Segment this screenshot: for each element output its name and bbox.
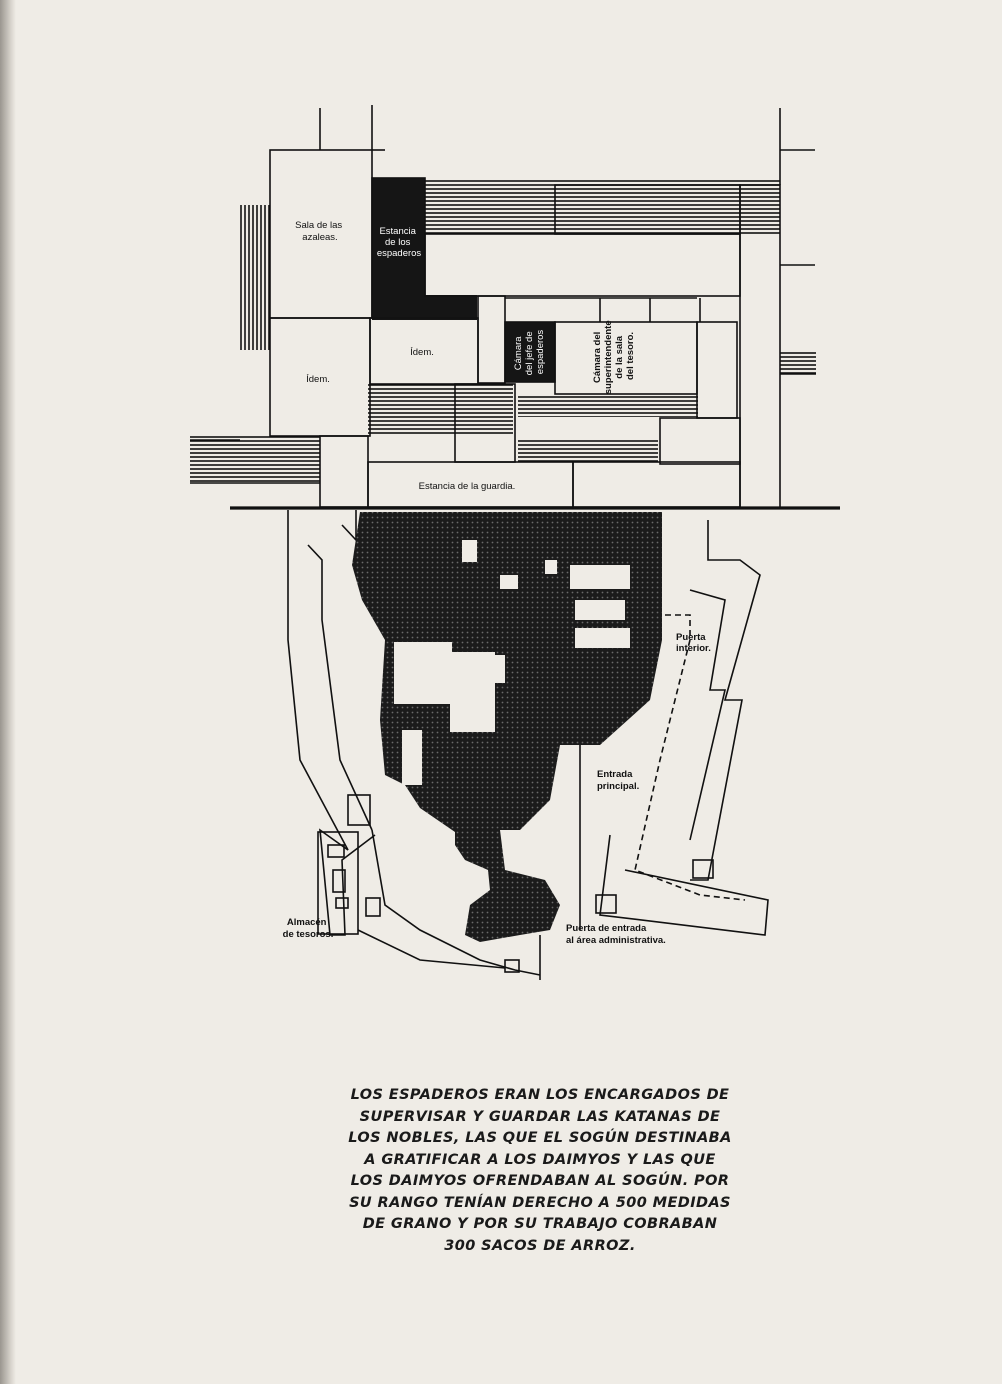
lower-plan (287, 510, 769, 980)
room-upper-hall (424, 233, 741, 297)
small-building-2 (365, 897, 381, 917)
caption-line: supervisar y guardar las katanas de (359, 1108, 721, 1125)
page-binding-shadow (0, 0, 16, 1384)
corridor-top-hatch (425, 180, 780, 234)
caption-line: Los espaderos eran los encargados de (350, 1087, 730, 1103)
caption-line: los daimyos ofrendaban al sogún. Por (350, 1173, 730, 1189)
label-estancia-espaderos: Estancia de los espaderos (377, 226, 422, 259)
label-sala-azaleas: Sala de las azaleas. (295, 220, 345, 243)
label-entrada-principal: Entrada principal. (597, 769, 639, 792)
corridor-right-hatch (780, 350, 816, 374)
small-building-left (347, 794, 371, 826)
corridor-left-hatch (240, 205, 270, 350)
room-right-lower (659, 417, 741, 465)
caption-line: su rango tenían derecho a 500 medidas (349, 1194, 731, 1211)
wall-left-inner (307, 544, 373, 831)
room-guard-right (572, 461, 741, 508)
corridor-inner-hatch (518, 395, 698, 417)
caption-text-block: Los espaderos eran los encargados de sup… (340, 1085, 740, 1257)
mass-openings (394, 540, 630, 785)
caption-line: los nobles, las que el sogún destinaba (348, 1130, 732, 1146)
caption-line: a gratificar a los daimyos y las que (364, 1151, 716, 1168)
floor-plan-diagram: Sala de las azaleas. Estancia de los esp… (190, 105, 840, 980)
corridor-lower-left-hatch (190, 435, 320, 483)
gate-post-2 (692, 859, 714, 879)
route-dashed-line (575, 614, 746, 901)
corridor-lower-mid-hatch (518, 440, 658, 464)
wall-gate-area (599, 834, 769, 936)
room-right-1 (696, 321, 738, 419)
room-camara-jefe (504, 321, 556, 383)
label-puerta-entrada: Puerta de entrada al área administrativa… (566, 923, 666, 946)
label-estancia-guardia: Estancia de la guardia. (419, 481, 516, 492)
wall-right-outer (690, 520, 761, 881)
label-camara-jefe: Cámara del jefe de espaderos (513, 329, 546, 375)
room-espaderos-annex (372, 295, 477, 320)
wall-left-top (341, 510, 357, 543)
plan-labels: Sala de las azaleas. Estancia de los esp… (283, 220, 711, 946)
wall-left-outer (287, 510, 376, 936)
upper-plan (190, 105, 816, 509)
label-idem-1: Ídem. (410, 347, 434, 358)
label-puerta-interior: Puerta interior. (676, 632, 711, 654)
label-camara-superintendente: Cámara del superintendente de la sala de… (592, 318, 636, 395)
room-narrow-1 (477, 295, 506, 384)
room-top-block (554, 184, 741, 235)
room-guard-left (319, 435, 369, 508)
gate-post-1 (595, 894, 617, 914)
label-idem-2: Ídem. (306, 374, 330, 385)
caption-line: 300 sacos de arroz. (444, 1237, 636, 1254)
corridor-mid-hatch (368, 384, 513, 434)
caption-line: de grano y por su trabajo cobraban (362, 1216, 718, 1232)
label-almacen: Almacén de tesoros. (283, 917, 334, 940)
wall-right-inner (689, 589, 727, 841)
almacen-building (317, 831, 359, 935)
